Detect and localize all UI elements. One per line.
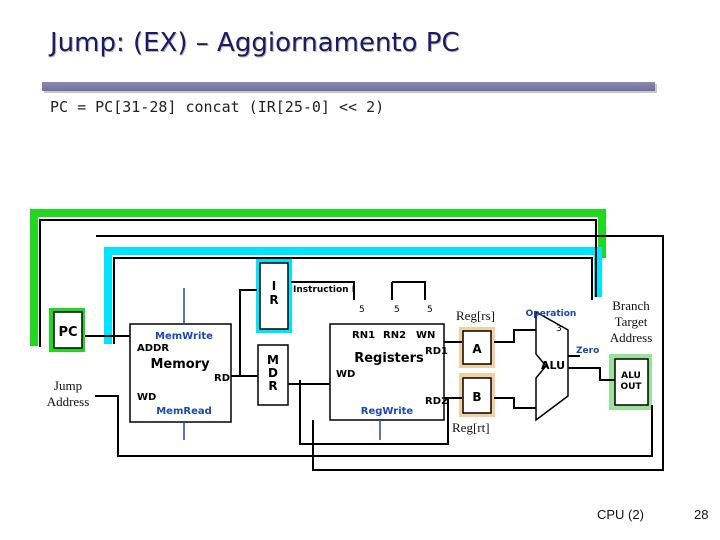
memory-addr-label: ADDR: [137, 343, 169, 354]
branch-line1: Branch: [612, 298, 650, 313]
reg-wd-label: WD: [336, 369, 355, 380]
wn-width: 5: [427, 305, 433, 315]
wires: [39, 219, 664, 471]
aluout-line1: ALU: [621, 371, 641, 381]
pc-update-formula: PC = PC[31-28] concat (IR[25-0] << 2): [50, 98, 385, 116]
a-register: [462, 330, 492, 365]
page-number: 28: [694, 507, 709, 522]
branch-line2: Target: [614, 314, 648, 329]
mdr-register: [257, 344, 289, 406]
memory-memread-label: MemRead: [156, 406, 212, 417]
instruction-label: Instruction I: [293, 285, 355, 295]
wn-label: WN: [416, 330, 435, 341]
reg-rt-annotation: Reg[rt]: [452, 420, 490, 435]
memory-title: Memory: [150, 357, 210, 372]
branch-target-annotation: Branch Target Address: [603, 298, 659, 346]
a-label: A: [472, 342, 482, 356]
aluout-line2: OUT: [620, 382, 642, 392]
alu-zero-label: Zero: [576, 346, 599, 356]
rd2-label: RD2: [425, 396, 448, 407]
jump-line1: Jump: [53, 378, 83, 393]
pc-label: PC: [58, 325, 77, 340]
register-file: [329, 323, 445, 421]
regwrite-label: RegWrite: [361, 406, 414, 417]
mdr-m: M: [267, 353, 279, 367]
rn1-label: RN1: [352, 330, 375, 341]
alu-shape: [535, 310, 569, 422]
memory-block: [129, 323, 232, 423]
rd1-label: RD1: [425, 346, 448, 357]
title-underline-bar: [42, 82, 655, 91]
alu-operation-label: Operation: [526, 309, 577, 319]
rn1-width: 5: [359, 305, 365, 315]
branch-line3: Address: [609, 330, 653, 345]
b-register: [462, 377, 492, 414]
jump-address-annotation: Jump Address: [38, 378, 98, 410]
mdr-r: R: [268, 379, 277, 393]
mdr-d: D: [268, 366, 278, 380]
ir-path-highlight: [104, 247, 602, 344]
footer-section-label: CPU (2): [597, 507, 644, 522]
rn2-label: RN2: [383, 330, 406, 341]
alu-label: ALU: [541, 359, 565, 372]
registers-title: Registers: [354, 351, 424, 366]
jump-line2: Address: [46, 394, 90, 409]
b-label: B: [472, 390, 481, 404]
memory-wd-label: WD: [137, 392, 156, 403]
jump-path-highlight: [30, 209, 606, 346]
rn2-width: 5: [394, 305, 400, 315]
memory-memwrite-label: MemWrite: [155, 331, 213, 342]
ir-top-letter: I: [272, 279, 276, 293]
ir-bottom-letter: R: [269, 293, 278, 307]
pc-register: [53, 311, 83, 349]
alu-op-width: 3: [556, 324, 562, 334]
memory-rd-label: RD: [214, 373, 230, 384]
reg-rs-annotation: Reg[rs]: [456, 308, 495, 323]
slide-title: Jump: (EX) – Aggiornamento PC: [50, 28, 460, 58]
ir-register: [259, 262, 289, 330]
aluout-register: [614, 358, 649, 406]
